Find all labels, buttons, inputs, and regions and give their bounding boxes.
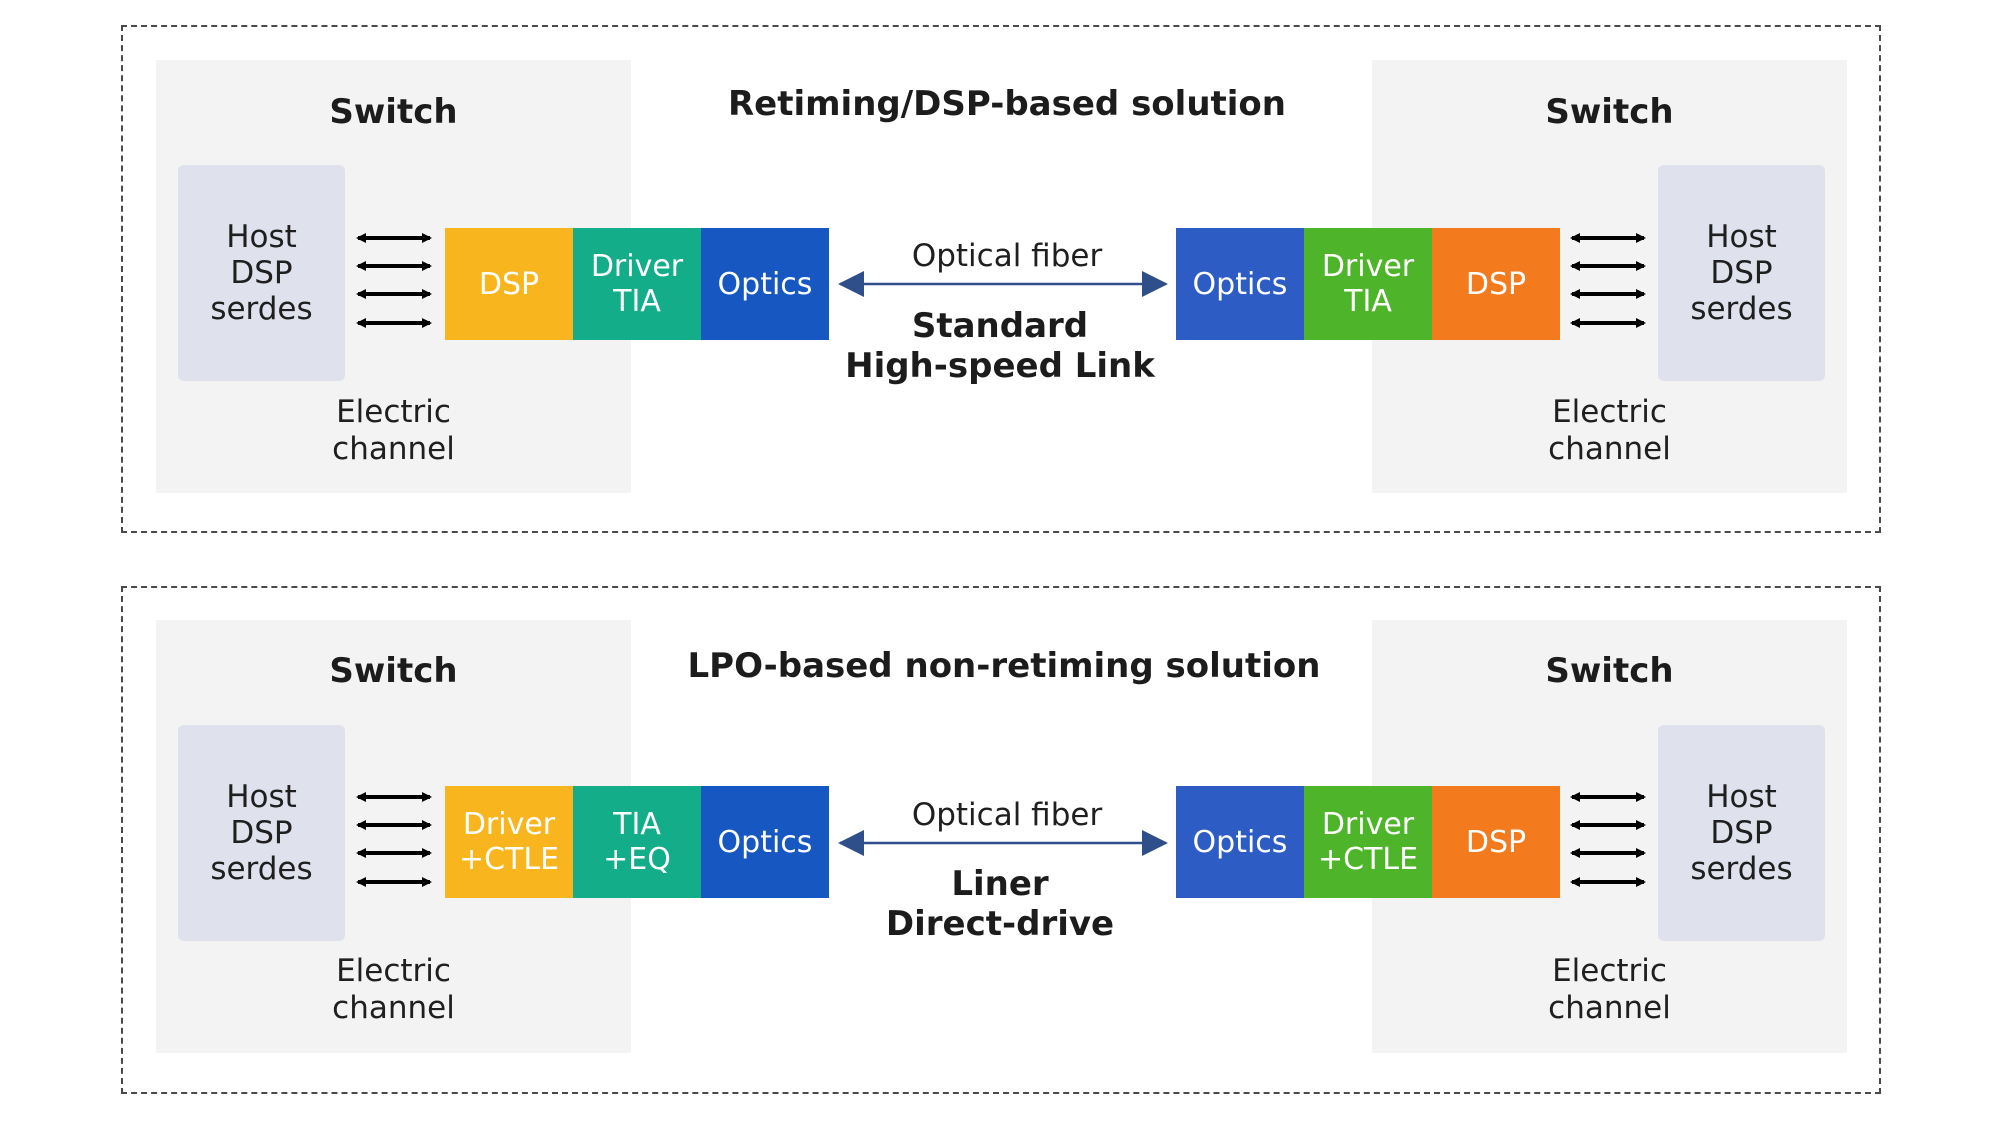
right-dsp-block: DSP	[1432, 786, 1560, 898]
retiming-solution-title: Retiming/DSP-based solution	[727, 84, 1286, 124]
channel-line: channel	[1548, 431, 1671, 467]
host-line: serdes	[1690, 291, 1793, 327]
block-label: Optics	[717, 266, 813, 302]
left-switch-title: Switch	[329, 92, 458, 132]
right-optics-block: Optics	[1176, 228, 1304, 340]
block-label: TIA	[613, 284, 661, 319]
block-label: Driver	[462, 807, 556, 842]
block-label: +CTLE	[458, 842, 560, 877]
block-label: Driver	[1321, 807, 1415, 842]
host-line: DSP	[1710, 815, 1773, 851]
right-switch-title: Switch	[1545, 651, 1674, 691]
left-tia-eq-block: TIA +EQ	[573, 786, 701, 898]
channel-line: Electric	[1552, 953, 1667, 989]
channel-line: Electric	[1552, 394, 1667, 430]
block-label: TIA	[1344, 284, 1392, 319]
block-label: Optics	[1192, 266, 1288, 302]
block-label: TIA	[613, 807, 661, 842]
left-optics-block: Optics	[701, 228, 829, 340]
optical-fiber-label: Optical fiber	[911, 238, 1103, 274]
link-line: Liner	[951, 864, 1049, 904]
block-label: Optics	[1192, 824, 1288, 860]
right-electric-channel: Electric channel	[1372, 394, 1847, 468]
block-label: DSP	[1465, 266, 1527, 302]
lpo-panel	[121, 586, 1881, 1094]
block-label: Driver	[1321, 249, 1415, 284]
left-electric-channel: Electric channel	[156, 394, 631, 468]
host-line: DSP	[230, 815, 293, 851]
right-optics-block: Optics	[1176, 786, 1304, 898]
block-label: Optics	[717, 824, 813, 860]
link-type-label: Standard High-speed Link	[750, 306, 1250, 386]
right-driver-ctle-block: Driver +CTLE	[1304, 786, 1432, 898]
right-dsp-block: DSP	[1432, 228, 1560, 340]
channel-line: Electric	[336, 953, 451, 989]
block-label: +EQ	[603, 842, 671, 877]
host-line: Host	[226, 779, 297, 815]
host-line: Host	[226, 219, 297, 255]
optical-fiber-label: Optical fiber	[911, 797, 1103, 833]
host-line: serdes	[210, 851, 313, 887]
left-driver-tia-block: Driver TIA	[573, 228, 701, 340]
right-host-dsp-serdes: Host DSP serdes	[1658, 165, 1825, 381]
link-line: High-speed Link	[845, 346, 1155, 386]
left-host-dsp-serdes: Host DSP serdes	[178, 165, 345, 381]
lpo-solution-title: LPO-based non-retiming solution	[687, 646, 1321, 686]
host-line: serdes	[210, 291, 313, 327]
block-label: Driver	[590, 249, 684, 284]
right-host-dsp-serdes: Host DSP serdes	[1658, 725, 1825, 941]
right-switch-title: Switch	[1545, 92, 1674, 132]
host-line: DSP	[1710, 255, 1773, 291]
host-line: Host	[1706, 219, 1777, 255]
block-label: DSP	[478, 266, 540, 302]
right-driver-tia-block: Driver TIA	[1304, 228, 1432, 340]
retiming-panel	[121, 25, 1881, 533]
left-switch-title: Switch	[329, 651, 458, 691]
right-electric-channel: Electric channel	[1372, 953, 1847, 1027]
block-label: +CTLE	[1317, 842, 1419, 877]
channel-line: channel	[332, 990, 455, 1026]
channel-line: channel	[332, 431, 455, 467]
host-line: serdes	[1690, 851, 1793, 887]
host-line: DSP	[230, 255, 293, 291]
channel-line: channel	[1548, 990, 1671, 1026]
channel-line: Electric	[336, 394, 451, 430]
left-host-dsp-serdes: Host DSP serdes	[178, 725, 345, 941]
link-line: Direct-drive	[885, 904, 1115, 944]
host-line: Host	[1706, 779, 1777, 815]
link-line: Standard	[911, 306, 1089, 346]
block-label: DSP	[1465, 824, 1527, 860]
link-type-label: Liner Direct-drive	[750, 864, 1250, 944]
left-driver-ctle-block: Driver +CTLE	[445, 786, 573, 898]
left-optics-block: Optics	[701, 786, 829, 898]
left-dsp-block: DSP	[445, 228, 573, 340]
left-electric-channel: Electric channel	[156, 953, 631, 1027]
